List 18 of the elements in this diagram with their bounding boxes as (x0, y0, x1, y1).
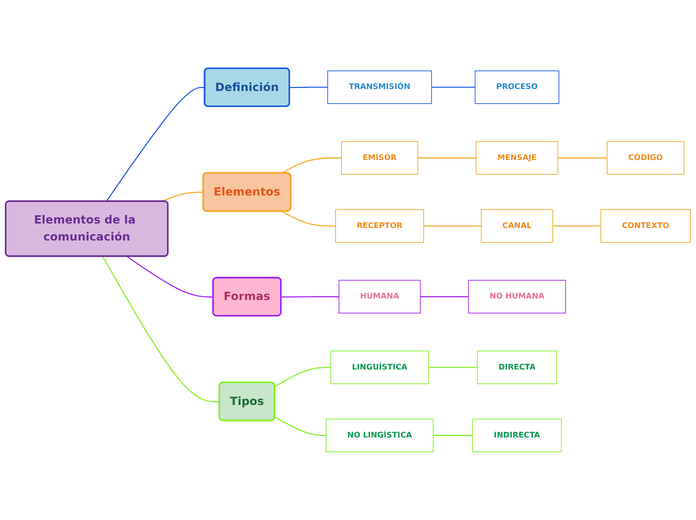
connector (126, 256, 214, 298)
connector (428, 366, 478, 368)
connector (274, 416, 326, 436)
connector (424, 225, 482, 226)
connector (274, 366, 331, 387)
connector (433, 434, 473, 436)
connector (281, 296, 339, 298)
connector (432, 86, 476, 88)
connector (552, 225, 601, 226)
connector (558, 157, 608, 158)
connector (281, 157, 342, 174)
connector (290, 86, 328, 88)
connector (281, 210, 336, 226)
connector (160, 192, 204, 202)
connector (418, 157, 476, 158)
connector (106, 87, 205, 202)
connector (102, 256, 220, 402)
connector (420, 296, 468, 298)
